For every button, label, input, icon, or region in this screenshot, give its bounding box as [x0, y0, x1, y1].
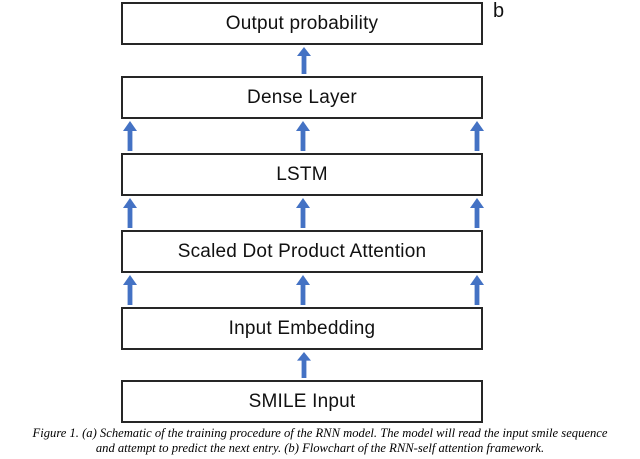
flow-node-smile-input: SMILE Input — [121, 380, 483, 423]
up-arrow-icon — [470, 121, 484, 151]
panel-label-b: b — [493, 0, 505, 22]
up-arrow-icon — [297, 352, 311, 378]
flow-node-label-lstm: LSTM — [276, 164, 328, 185]
flow-node-label-input-embedding: Input Embedding — [228, 318, 376, 339]
up-arrow-icon — [296, 121, 310, 151]
flow-node-dense-layer: Dense Layer — [121, 76, 483, 119]
figure-caption: Figure 1. (a) Schematic of the training … — [0, 426, 640, 456]
figure-caption-line-1: Figure 1. (a) Schematic of the training … — [32, 426, 608, 440]
flow-node-output-probability: Output probability — [121, 2, 483, 45]
figure-caption-line-2: and attempt to predict the next entry. (… — [95, 441, 545, 455]
flow-node-label-smile-input: SMILE Input — [248, 391, 356, 412]
flow-node-scaled-dot-product-attention: Scaled Dot Product Attention — [121, 230, 483, 273]
up-arrow-icon — [123, 198, 137, 228]
flow-node-label-scaled-dot-product-attention: Scaled Dot Product Attention — [177, 241, 427, 262]
up-arrow-icon — [123, 275, 137, 305]
up-arrow-icon — [297, 47, 311, 74]
up-arrow-icon — [296, 198, 310, 228]
up-arrow-icon — [470, 198, 484, 228]
up-arrow-icon — [296, 275, 310, 305]
up-arrow-icon — [123, 121, 137, 151]
flow-node-label-output-probability: Output probability — [225, 13, 379, 34]
up-arrow-icon — [470, 275, 484, 305]
flow-node-lstm: LSTM — [121, 153, 483, 196]
flow-node-label-dense-layer: Dense Layer — [247, 87, 357, 108]
flow-node-input-embedding: Input Embedding — [121, 307, 483, 350]
